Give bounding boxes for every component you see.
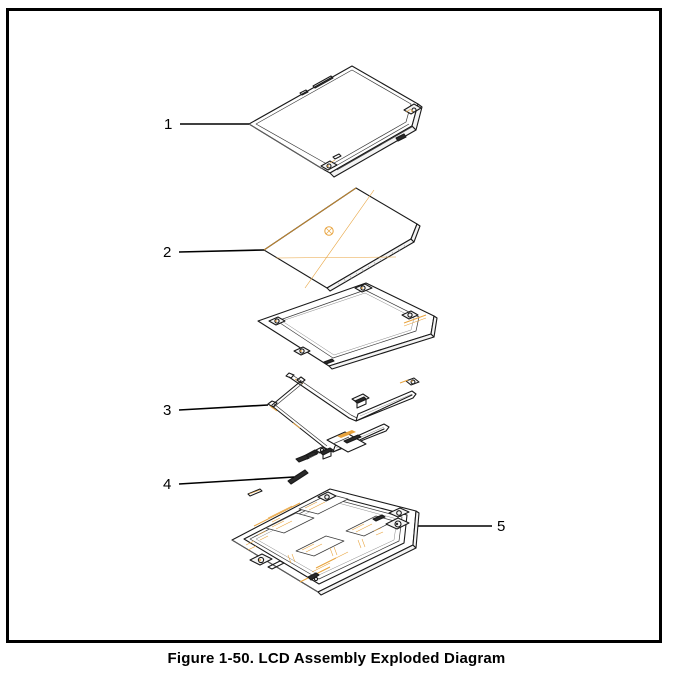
figure-caption: Figure 1-50. LCD Assembly Exploded Diagr… bbox=[167, 650, 506, 667]
figure-border bbox=[6, 8, 662, 643]
